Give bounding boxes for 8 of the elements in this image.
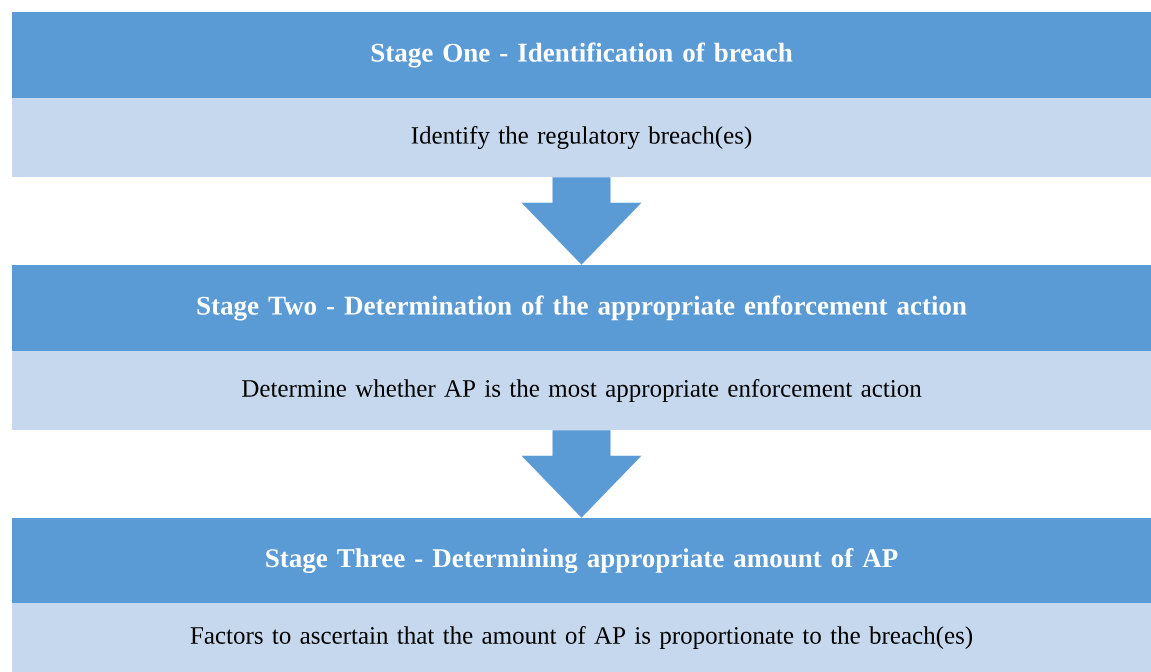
node-label: Identify the regulatory breach(es) [411, 126, 752, 149]
node-label: Determine whether AP is the most appropriate enforcement action [242, 379, 922, 402]
stage-box: Stage Three - Determining appropriate amount of AP Factors to ascertain that the amount of AP is proportionate to the breach(es) [12, 518, 1151, 672]
stage-box: Stage Two - Determination of the appropriate enforcement action Determine whether AP is the most appropriate enforcement action [12, 265, 1151, 430]
block-arrow [521, 430, 642, 518]
block-arrow [521, 177, 642, 265]
node-label: Factors to ascertain that the amount of AP is proportionate to the breach(es) [190, 626, 973, 649]
stage-box: Stage One - Identification of breach Identify the regulatory breach(es) [12, 12, 1151, 177]
